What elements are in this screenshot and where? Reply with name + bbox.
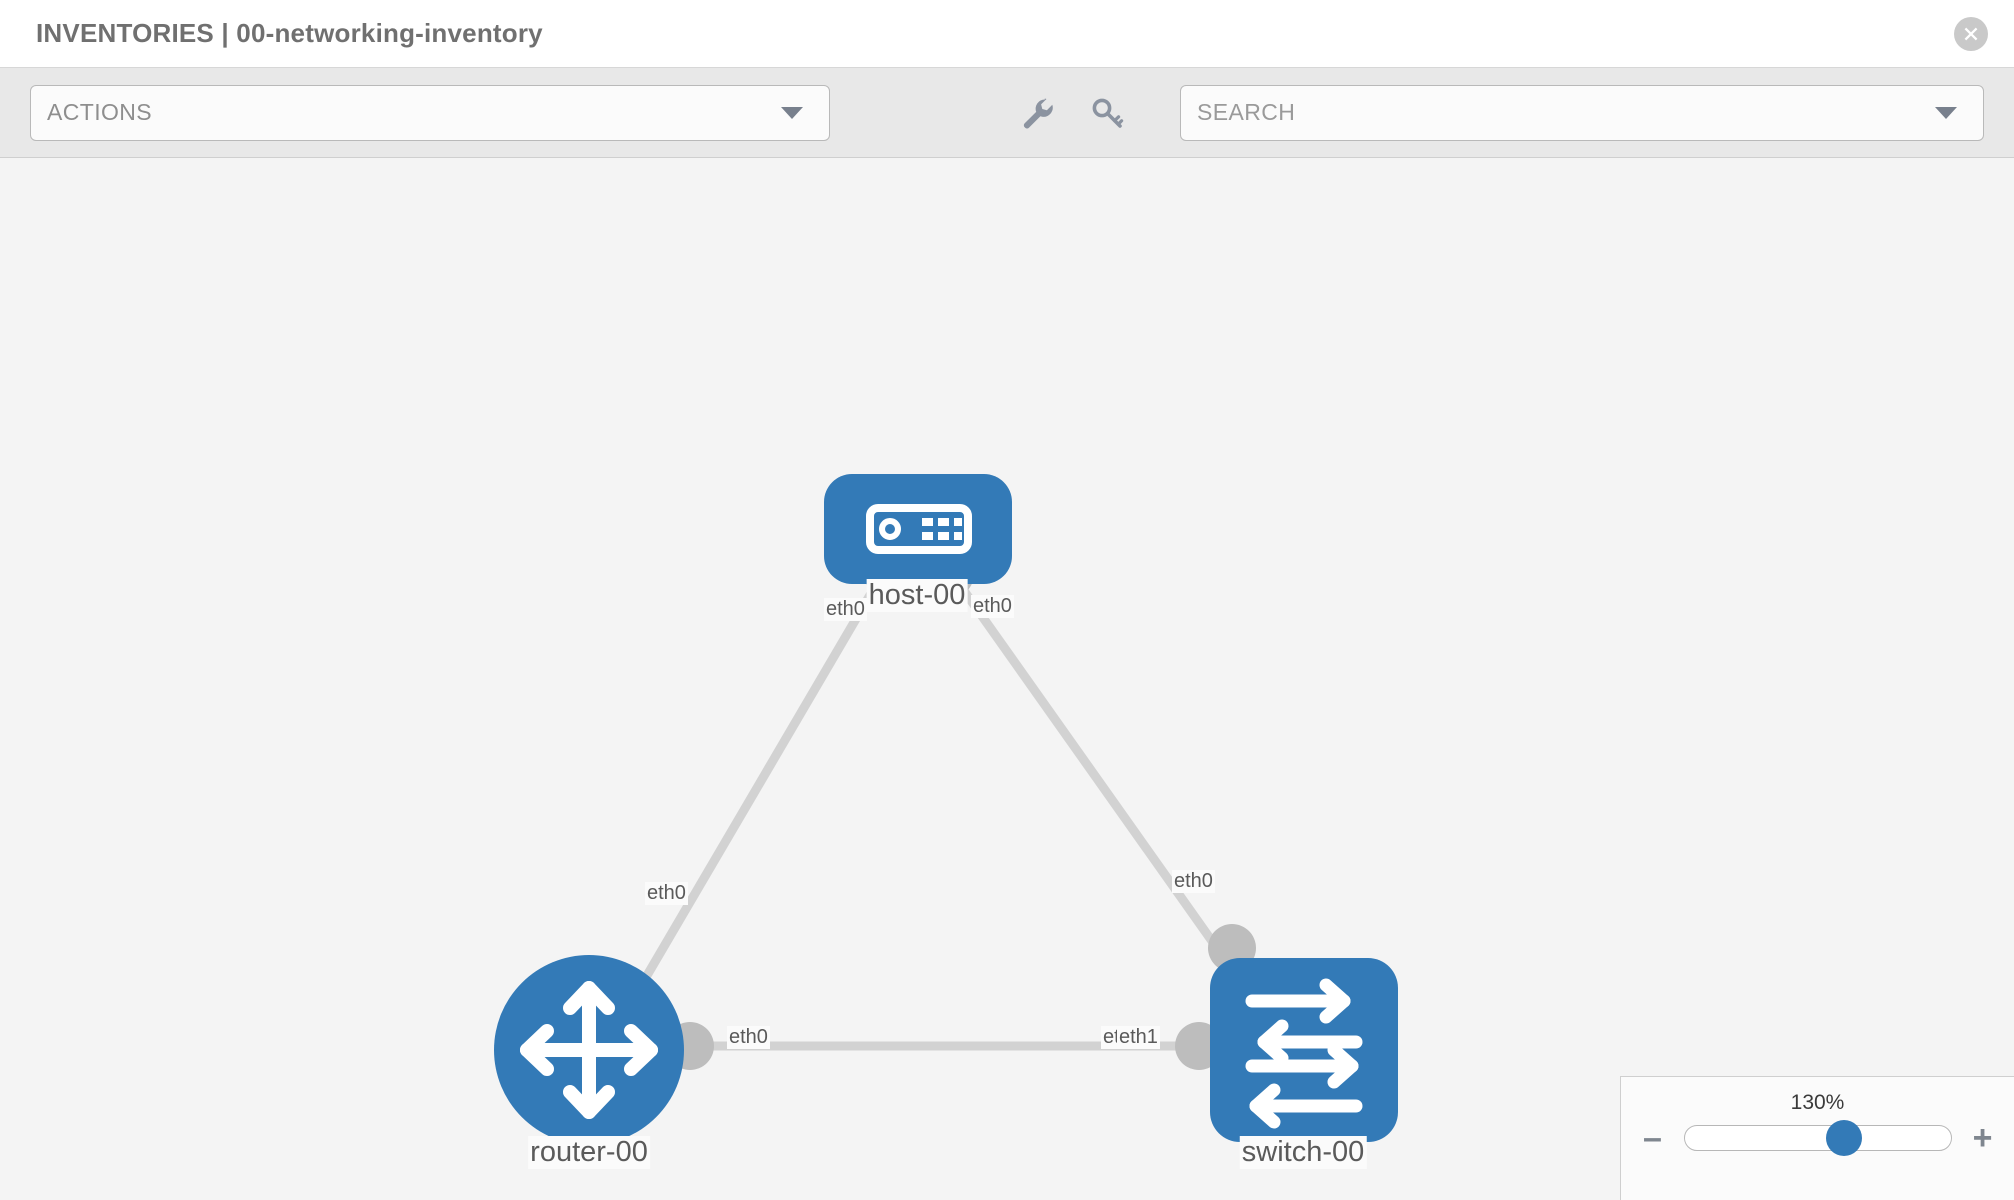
- node-router-00[interactable]: [494, 955, 684, 1145]
- key-icon[interactable]: [1090, 96, 1124, 130]
- node-label-switch-00: switch-00: [1239, 1136, 1367, 1169]
- iface-label-host00-right: eth0: [971, 595, 1014, 618]
- close-button[interactable]: [1954, 16, 1988, 51]
- zoom-slider-thumb[interactable]: [1826, 1120, 1863, 1156]
- node-label-router-00: router-00: [528, 1136, 650, 1169]
- link-host00-router00[interactable]: [621, 575, 884, 1016]
- node-label-host-00: host-00: [866, 579, 968, 612]
- chevron-down-icon: [781, 106, 803, 119]
- zoom-slider-track[interactable]: [1683, 1120, 1952, 1156]
- switch-arrows-icon: [1245, 978, 1363, 1129]
- zoom-level-value: 130%: [1790, 1091, 1845, 1114]
- iface-label-router00-right: eth0: [727, 1026, 770, 1049]
- zoom-in-button[interactable]: +: [1972, 1119, 1993, 1157]
- topology-canvas[interactable]: eth0 eth0 eth0 eth0 eth0 eth eth1 host-0…: [0, 158, 2014, 1200]
- actions-dropdown[interactable]: ACTIONS: [30, 84, 830, 141]
- wrench-icon[interactable]: [1020, 96, 1054, 130]
- toolbar-icon-group: [1020, 96, 1124, 130]
- zoom-slider-row: – +: [1621, 1119, 2014, 1157]
- iface-label-switch00-up: eth0: [1172, 870, 1215, 893]
- router-arrows-icon: [520, 981, 658, 1119]
- page-title: INVENTORIES | 00-networking-inventory: [36, 18, 543, 48]
- close-icon: [1964, 27, 1978, 40]
- zoom-control-panel: 130% – +: [1620, 1076, 2014, 1200]
- toolbar: ACTIONS: [0, 68, 2014, 158]
- iface-label-host00-left: eth0: [824, 598, 867, 621]
- iface-label-switch00-left-b: eth1: [1117, 1026, 1160, 1049]
- node-host-00[interactable]: [824, 474, 1012, 584]
- search-chevron-down-icon[interactable]: [1935, 106, 1957, 119]
- server-icon: [866, 504, 972, 554]
- search-input[interactable]: [1197, 99, 1967, 126]
- page-header: INVENTORIES | 00-networking-inventory: [0, 0, 2014, 68]
- zoom-out-button[interactable]: –: [1643, 1119, 1662, 1157]
- node-switch-00[interactable]: [1210, 958, 1398, 1142]
- link-group: [621, 575, 1269, 1051]
- socket-group: [666, 550, 1256, 1070]
- search-field[interactable]: [1180, 84, 1984, 141]
- iface-label-router00-up: eth0: [645, 882, 688, 905]
- actions-dropdown-label: ACTIONS: [47, 99, 153, 125]
- topology-graph: [494, 474, 1398, 1145]
